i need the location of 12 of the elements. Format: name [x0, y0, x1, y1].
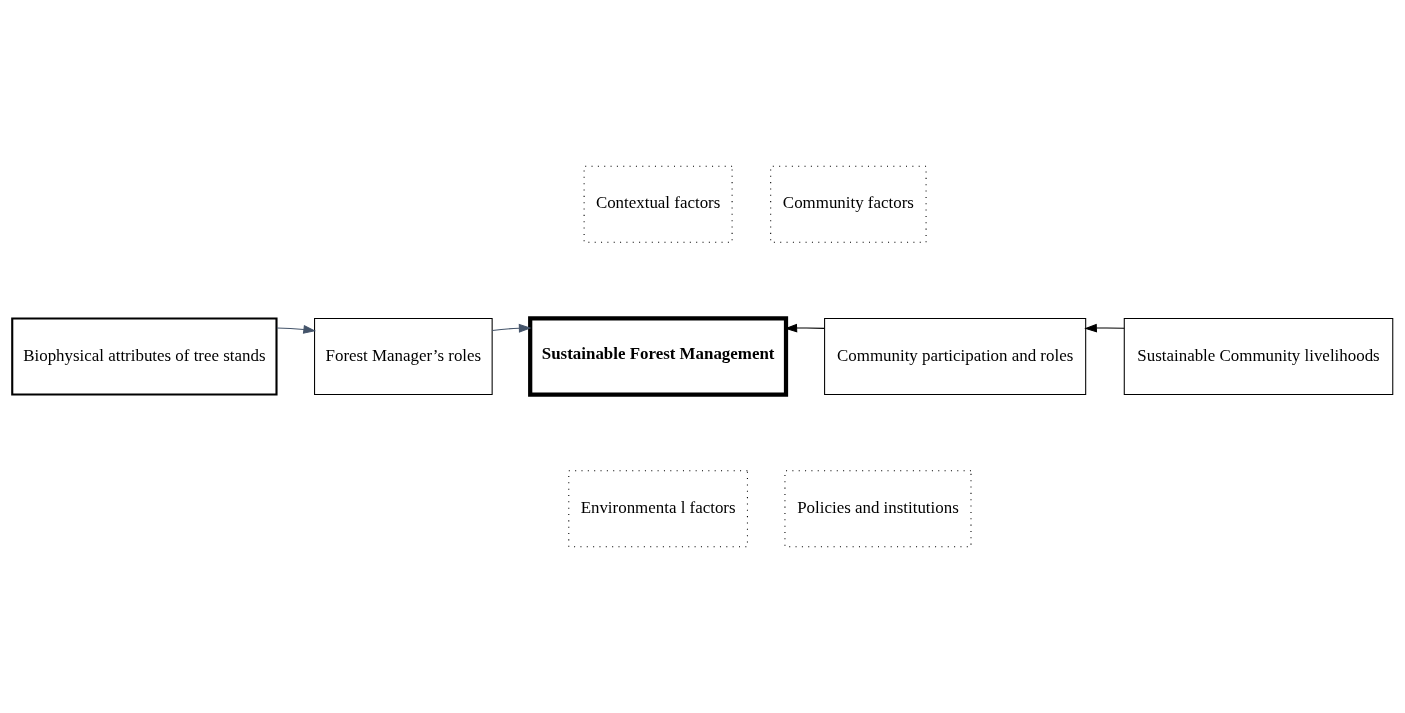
node-box: Policies and institutions [784, 470, 972, 548]
arrow [276, 325, 317, 334]
node-box: Contextual factors [583, 165, 733, 243]
node-box: Sustainable Forest Management [528, 316, 789, 397]
node-box: Community factors [770, 165, 927, 243]
node-box: Biophysical attributes of tree stands [11, 317, 278, 396]
node-box: Community participation and roles [824, 317, 1087, 396]
node-box: Environmenta l factors [568, 470, 748, 548]
arrow [1084, 323, 1125, 333]
node-box: Forest Manager’s roles [314, 317, 493, 396]
node-box: Sustainable Community livelihoods [1123, 317, 1394, 396]
arrow [491, 323, 532, 333]
